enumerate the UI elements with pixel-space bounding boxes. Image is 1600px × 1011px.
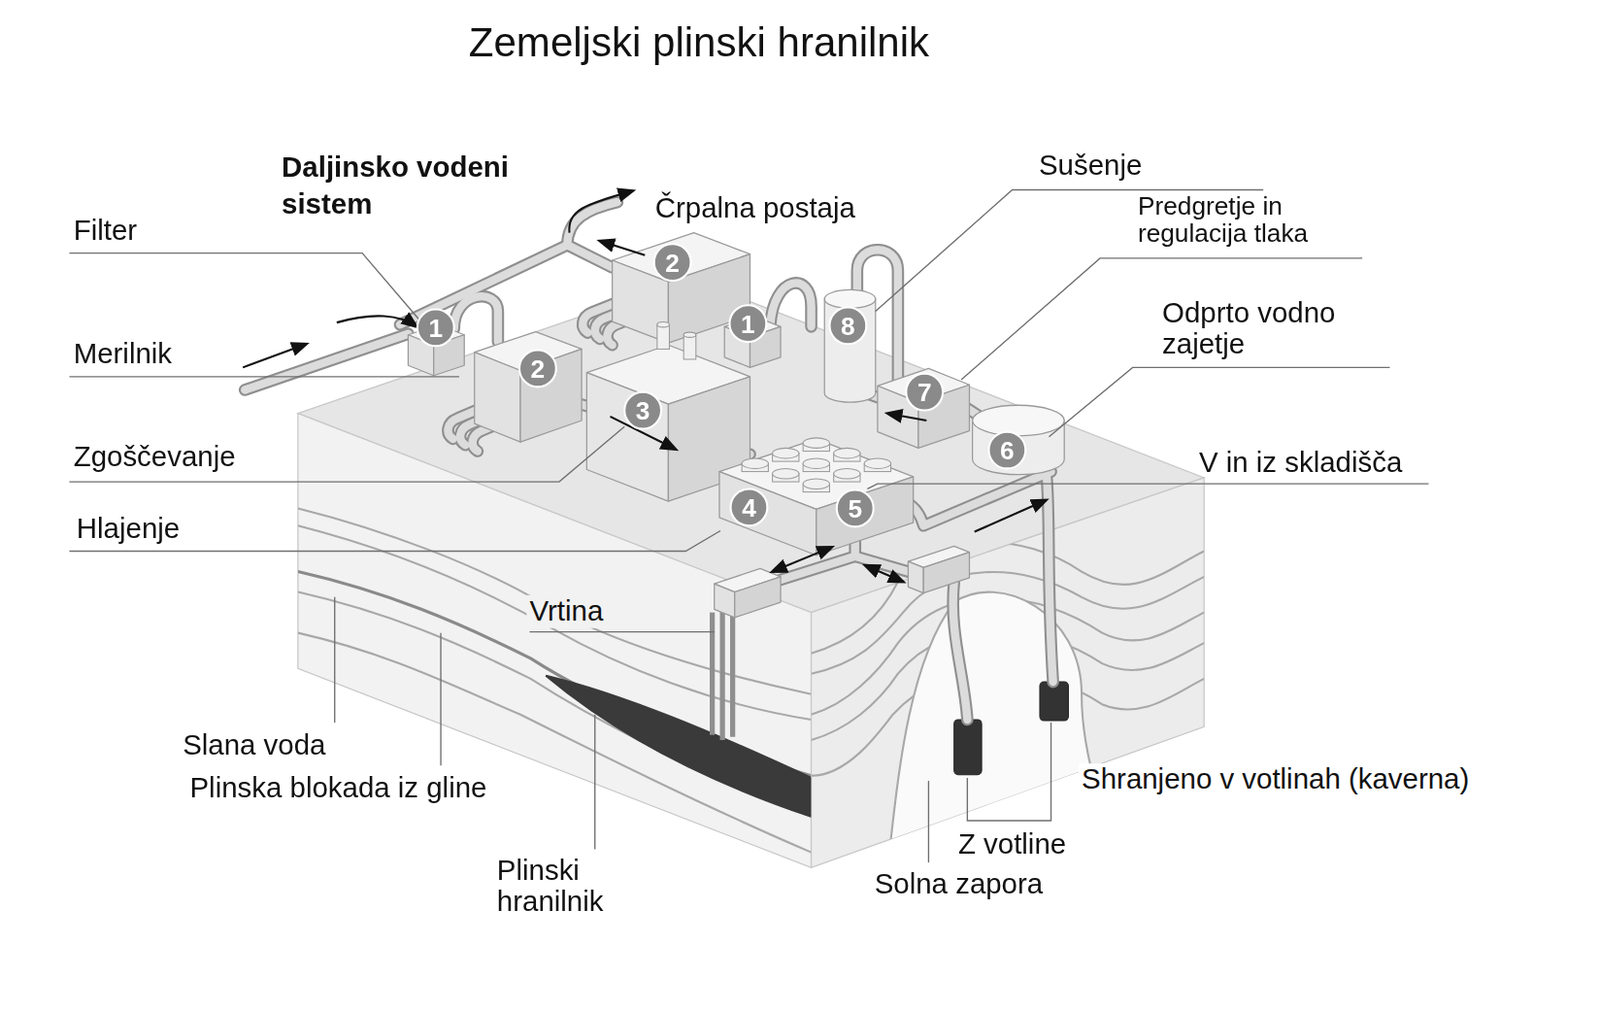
pipe [770, 282, 812, 327]
part-label: Črpalna postaja [655, 192, 856, 226]
part-label: Plinska blokada iz gline [189, 771, 487, 805]
equipment-box [586, 372, 668, 501]
callout-number: 6 [987, 431, 1027, 470]
part-label: V in iz skladišča [1199, 445, 1402, 479]
part-label: Zgoščevanje [73, 440, 236, 474]
callout-number: 3 [623, 391, 663, 431]
equipment-box [734, 576, 781, 618]
pipe [244, 201, 1053, 720]
vessel [972, 404, 1066, 436]
callout-number: 8 [828, 305, 867, 345]
pipe [770, 282, 812, 327]
salt-dome-strata [811, 541, 1205, 867]
part-label: Sušenje [1038, 148, 1142, 182]
tank [741, 458, 768, 469]
callout-number: 5 [835, 488, 875, 528]
callout-number: 7 [904, 372, 944, 412]
equipment-box [816, 476, 914, 556]
leader-line [1048, 366, 1390, 436]
tank [802, 437, 830, 449]
callout-number: 1 [416, 307, 456, 347]
flow-arrow [772, 546, 833, 571]
part-label: Shranjeno v votlinah (kaverna) [1078, 763, 1472, 797]
well-pipe [709, 612, 715, 735]
callout-number: 1 [728, 303, 767, 343]
well-pipe [719, 610, 725, 740]
diagram-title: Zemeljski plinski hranilnik [393, 16, 1006, 68]
part-label: Predgretje in regulacija tlaka [1137, 192, 1383, 248]
pipe [1045, 468, 1053, 682]
tank [772, 467, 800, 479]
flow-arrow [865, 565, 903, 582]
well-pipe [730, 607, 735, 736]
vessel [824, 299, 876, 402]
pipe [953, 581, 968, 720]
flow-arrow [242, 191, 1046, 583]
tank [657, 322, 670, 328]
tank [772, 447, 800, 459]
leader-line [966, 722, 1051, 821]
leader-line [928, 780, 930, 863]
part-label: Merilnik [73, 337, 172, 371]
pipe [1045, 468, 1053, 682]
flow-arrow [600, 240, 645, 256]
well-pipe [712, 607, 734, 740]
leader-line [68, 189, 1429, 863]
pipe [566, 201, 618, 245]
pipe [855, 556, 909, 572]
salt-dome-strata [887, 592, 1102, 868]
flow-arrow [336, 315, 417, 327]
equipment-box [719, 471, 817, 556]
flow-arrow [974, 500, 1047, 533]
leader-line [594, 714, 596, 850]
part-label: Solna zapora [874, 866, 1043, 900]
equipment-box [907, 561, 924, 594]
part-label: Slana voda [182, 728, 326, 762]
flow-arrow [887, 413, 927, 421]
callout-number: 2 [518, 348, 558, 388]
part-label: Hlajenje [76, 512, 180, 546]
callout-number: 2 [653, 242, 693, 282]
tank [683, 332, 697, 337]
leader-line [68, 426, 625, 482]
leader-line [68, 375, 459, 377]
leader-line [333, 597, 335, 723]
pipe [566, 201, 618, 245]
rock-strata [545, 675, 811, 817]
tank [802, 458, 830, 469]
tank [683, 334, 697, 360]
leader-line [866, 483, 1429, 489]
part-label: Vrtina [526, 595, 606, 629]
equipment-box [923, 552, 969, 594]
part-label: Daljinsko vodeni sistem [281, 148, 558, 223]
tank [833, 447, 861, 459]
tank [657, 324, 670, 349]
flow-arrow [242, 343, 306, 367]
pipe [855, 556, 909, 572]
part-label: Filter [73, 214, 137, 248]
pipe [953, 581, 968, 720]
part-label: Plinski hranilnik [497, 855, 651, 917]
tank [802, 478, 830, 490]
part-label: Z votline [958, 827, 1067, 861]
callout-number: 4 [729, 487, 768, 527]
tank [833, 467, 861, 479]
pipe [244, 333, 408, 391]
leader-line [68, 253, 424, 326]
part-label: Odprto vodno zajetje [1162, 298, 1407, 360]
tank [864, 458, 891, 469]
cavern [954, 719, 982, 775]
leader-line [529, 631, 714, 633]
equipment-box [474, 352, 521, 442]
leader-line [439, 633, 441, 767]
flow-arrow [568, 191, 633, 234]
pipe [244, 333, 408, 391]
equipment-box [407, 233, 969, 618]
vessel [824, 289, 1065, 474]
pipe [244, 201, 1053, 720]
equipment-box [714, 583, 735, 618]
